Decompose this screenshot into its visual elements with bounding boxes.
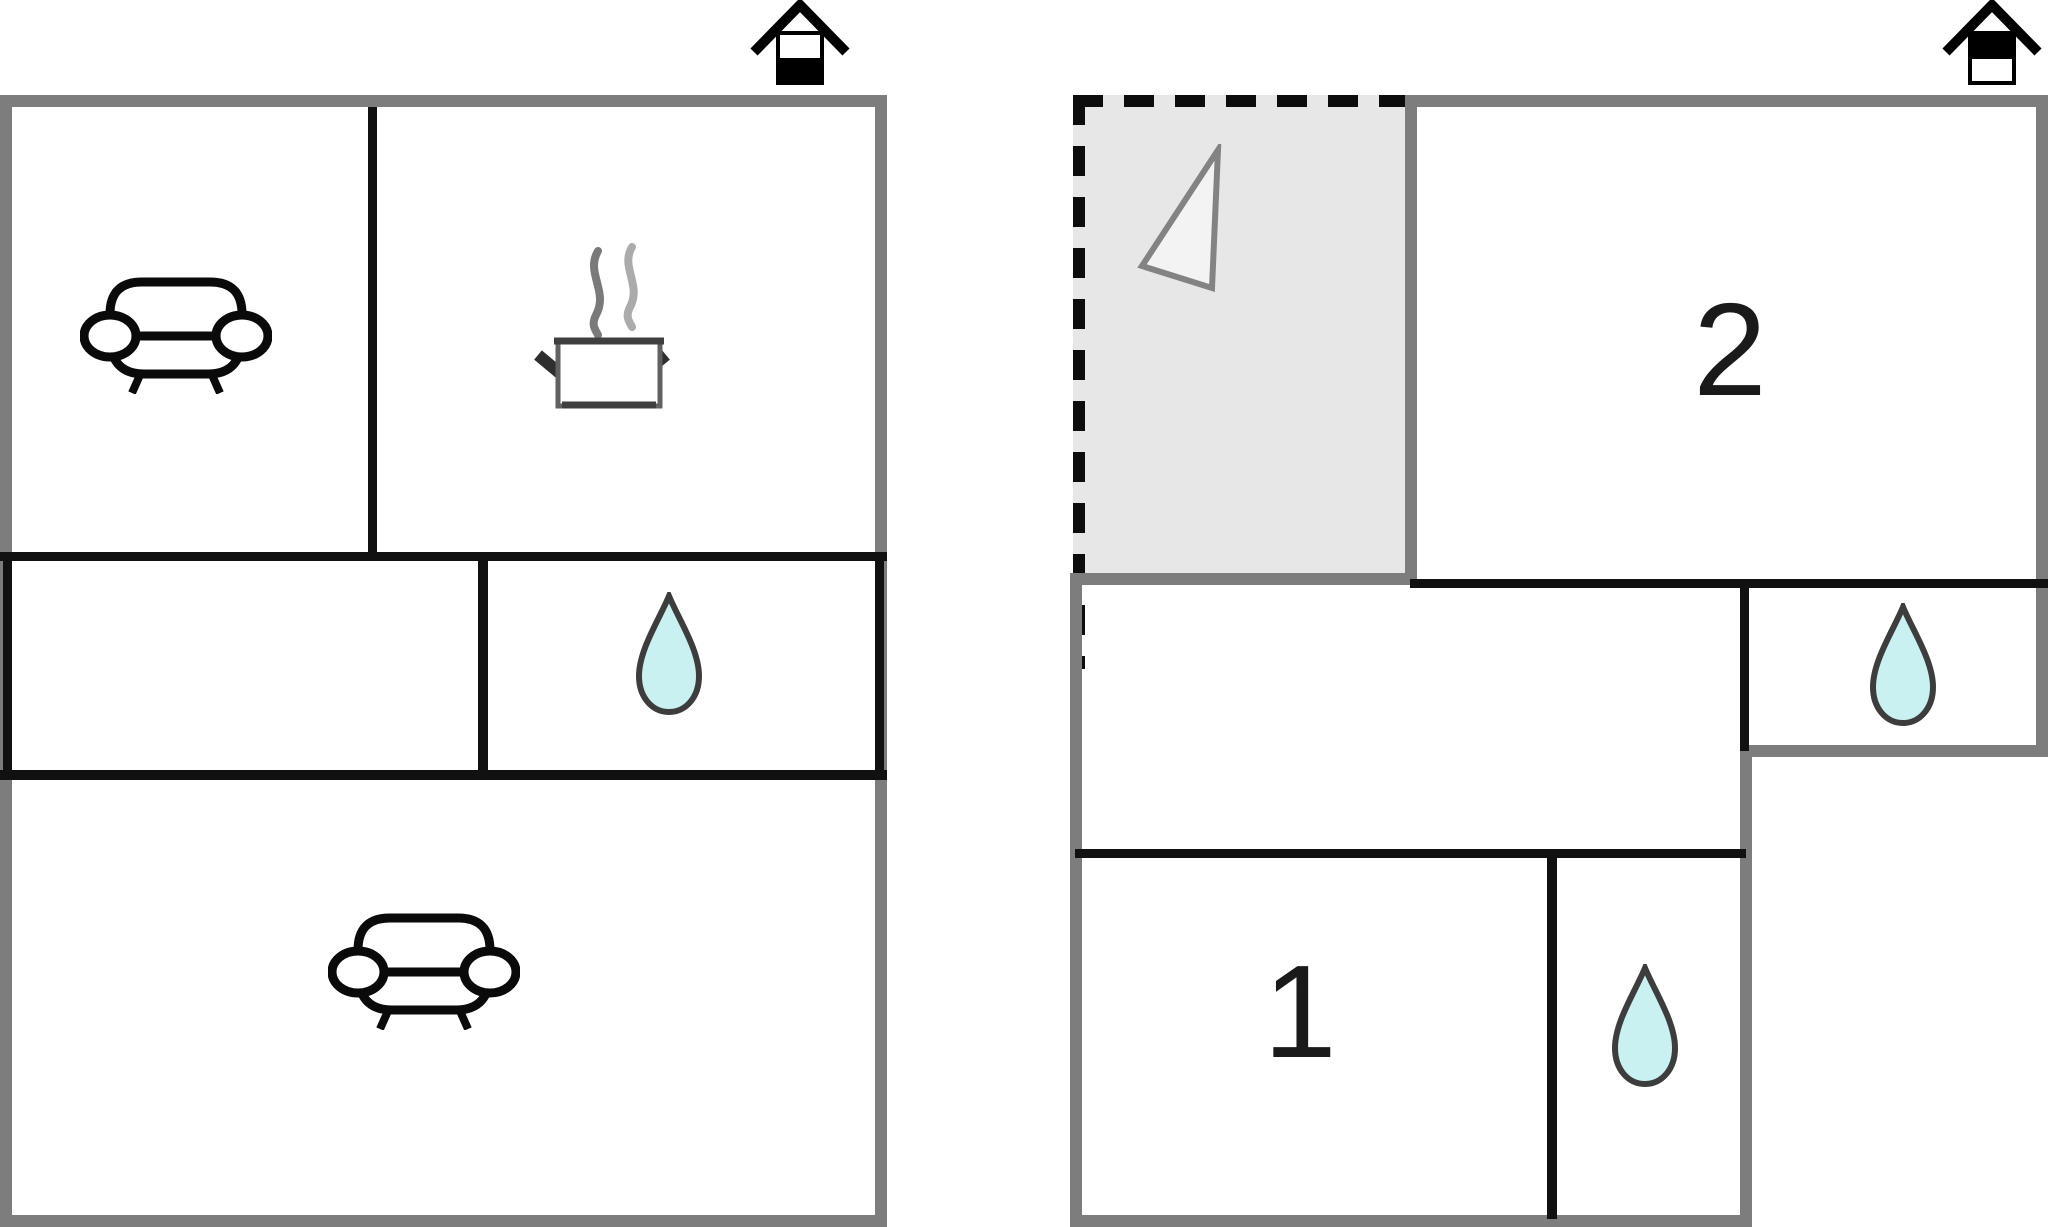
outer-wall-bottom bbox=[0, 1215, 887, 1227]
terrace-wall-bottom bbox=[1070, 573, 1417, 585]
interior-wall-bath-upper-left bbox=[1740, 583, 1749, 751]
interior-wall-hall-top bbox=[0, 552, 887, 561]
sofa-icon bbox=[80, 277, 272, 394]
direction-arrow-icon bbox=[1137, 144, 1222, 293]
outer-wall-right-upper bbox=[2036, 95, 2048, 757]
outer-wall-right-lower bbox=[1740, 745, 1752, 1227]
water-drop-icon bbox=[1869, 603, 1937, 727]
outer-wall-bottom bbox=[1070, 1215, 1752, 1227]
interior-wall-living-kitchen bbox=[368, 107, 377, 556]
terrace-wall-right bbox=[1405, 95, 1417, 585]
cooking-pot-icon bbox=[534, 243, 670, 409]
interior-wall-room1-bath-divider bbox=[1547, 853, 1557, 1219]
water-drop-icon bbox=[635, 592, 703, 716]
water-drop-icon bbox=[1611, 964, 1679, 1088]
outer-wall-top bbox=[1405, 95, 2048, 107]
interior-wall-hall-bottom bbox=[0, 770, 887, 780]
outer-wall-top bbox=[0, 95, 887, 107]
house-upper-floor-icon bbox=[1942, 0, 2042, 85]
terrace-area bbox=[1073, 95, 1417, 585]
house-ground-floor-icon bbox=[750, 0, 850, 85]
interior-wall-hall-right bbox=[875, 552, 884, 780]
interior-wall-hall-left bbox=[3, 552, 12, 780]
interior-wall-below-room2 bbox=[1410, 579, 2048, 588]
room-label-1: 1 bbox=[1263, 938, 1337, 1085]
terrace-dashed-boundary bbox=[1073, 95, 1412, 669]
sofa-icon bbox=[328, 913, 520, 1030]
outer-wall-step bbox=[1740, 745, 2048, 757]
outer-wall-left bbox=[1070, 573, 1082, 1227]
interior-wall-hall-bath-divider bbox=[478, 552, 488, 780]
interior-wall-landing-bottom bbox=[1075, 849, 1746, 858]
room-label-2: 2 bbox=[1693, 276, 1767, 423]
